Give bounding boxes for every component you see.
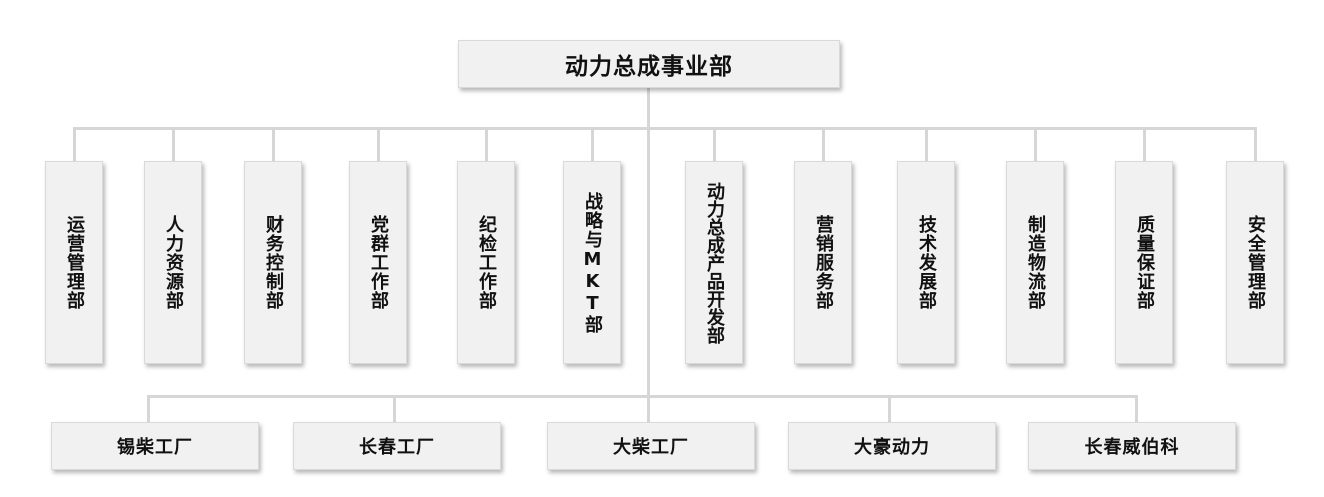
factory-label: 长春威伯科 — [1084, 437, 1180, 458]
dept-label: 营销服务部 — [813, 215, 834, 310]
connector-dept-6 — [591, 127, 594, 161]
dept-label: 纪检工作部 — [476, 215, 497, 310]
dept-label: 质量保证部 — [1134, 215, 1155, 310]
factory-label: 锡柴工厂 — [117, 437, 193, 458]
dept-node: 动力总成产品开发部 — [685, 161, 743, 364]
dept-node: 营销服务部 — [794, 161, 852, 364]
connector-dept-10 — [1034, 127, 1037, 161]
factory-node: 长春工厂 — [293, 422, 501, 470]
connector-dept-bar — [73, 127, 1257, 130]
dept-node: 财务控制部 — [244, 161, 302, 364]
connector-dept-11 — [1143, 127, 1146, 161]
connector-dept-8 — [822, 127, 825, 161]
dept-label: 动力总成产品开发部 — [704, 181, 725, 344]
connector-dept-3 — [272, 127, 275, 161]
connector-factory-2 — [393, 395, 396, 422]
connector-factory-5 — [1135, 395, 1138, 422]
dept-node: 技术发展部 — [897, 161, 955, 364]
connector-dept-2 — [172, 127, 175, 161]
org-root-label: 动力总成事业部 — [565, 54, 733, 80]
connector-dept-12 — [1254, 127, 1257, 161]
connector-dept-9 — [925, 127, 928, 161]
dept-node: 运营管理部 — [45, 161, 103, 364]
factory-node: 大柴工厂 — [547, 422, 755, 470]
factory-label: 大豪动力 — [854, 437, 930, 458]
connector-factory-1 — [147, 395, 150, 422]
factory-label: 大柴工厂 — [613, 437, 689, 458]
factory-node: 大豪动力 — [788, 422, 996, 470]
dept-node: 制造物流部 — [1006, 161, 1064, 364]
connector-root-trunk — [647, 88, 650, 422]
dept-node: 安全管理部 — [1226, 161, 1284, 364]
dept-label: 制造物流部 — [1025, 215, 1046, 310]
dept-label: 人力资源部 — [163, 215, 184, 310]
dept-label: 党群工作部 — [368, 215, 389, 310]
dept-label: 运营管理部 — [64, 215, 85, 310]
connector-dept-1 — [73, 127, 76, 161]
connector-factory-4 — [888, 395, 891, 422]
dept-node: 人力资源部 — [144, 161, 202, 364]
dept-label: 财务控制部 — [263, 215, 284, 310]
connector-factory-bar — [147, 395, 1138, 398]
factory-node: 锡柴工厂 — [51, 422, 259, 470]
dept-label: 战略与MKT部 — [582, 191, 603, 334]
dept-node: 党群工作部 — [349, 161, 407, 364]
dept-node: 质量保证部 — [1115, 161, 1173, 364]
org-root-node: 动力总成事业部 — [458, 40, 840, 88]
factory-label: 长春工厂 — [359, 437, 435, 458]
factory-node: 长春威伯科 — [1028, 422, 1236, 470]
connector-dept-5 — [485, 127, 488, 161]
connector-dept-4 — [377, 127, 380, 161]
dept-node: 纪检工作部 — [457, 161, 515, 364]
dept-label: 技术发展部 — [916, 215, 937, 310]
dept-label: 安全管理部 — [1245, 215, 1266, 310]
connector-dept-7 — [713, 127, 716, 161]
dept-node: 战略与MKT部 — [563, 161, 621, 364]
